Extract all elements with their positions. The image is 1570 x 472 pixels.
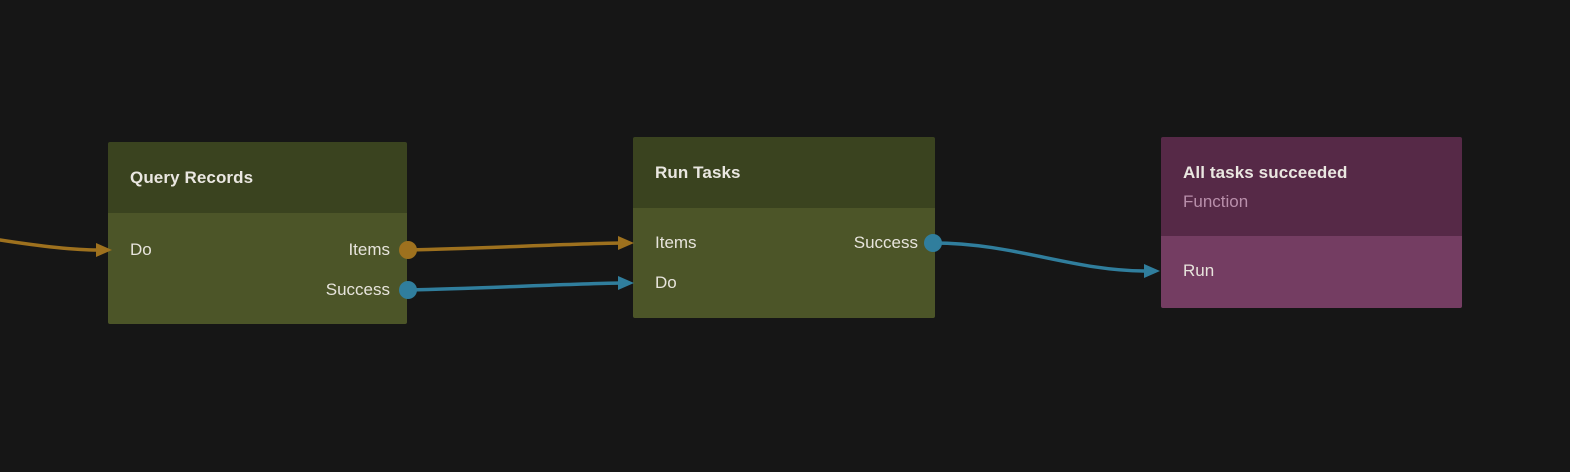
port-row: Do xyxy=(633,263,935,303)
node-all-tasks-succeeded-body: Run xyxy=(1161,236,1462,308)
node-query-records-header[interactable]: Query Records xyxy=(108,142,407,213)
input-port-items[interactable]: Items xyxy=(655,233,697,252)
node-title: Query Records xyxy=(130,168,254,187)
port-row: Do Items xyxy=(108,230,407,270)
wire-items-to-items[interactable] xyxy=(406,241,622,252)
node-run-tasks-body: Items Success Do xyxy=(633,208,935,318)
node-run-tasks-header[interactable]: Run Tasks xyxy=(633,137,935,208)
node-query-records[interactable]: Query Records Do Items Success xyxy=(108,142,407,324)
arrowhead-runtasks-do xyxy=(618,276,634,290)
node-run-tasks[interactable]: Run Tasks Items Success Do xyxy=(633,137,935,318)
output-port-success[interactable]: Success xyxy=(325,280,390,299)
node-all-tasks-succeeded[interactable]: All tasks succeeded Function Run xyxy=(1161,137,1462,308)
node-all-tasks-succeeded-header[interactable]: All tasks succeeded Function xyxy=(1161,137,1462,236)
arrowhead-runtasks-items xyxy=(618,236,634,250)
node-subtitle: Function xyxy=(1183,191,1249,211)
input-port-run[interactable]: Run xyxy=(1183,261,1215,280)
wire-success-to-do[interactable] xyxy=(406,281,622,292)
arrowhead-alltasks-run xyxy=(1144,264,1160,278)
wire-offscreen-to-query-do[interactable] xyxy=(0,238,100,252)
input-port-do[interactable]: Do xyxy=(655,273,677,292)
node-query-records-body: Do Items Success xyxy=(108,213,407,324)
port-row: Success xyxy=(108,270,407,310)
node-title: Run Tasks xyxy=(655,163,741,182)
node-title: All tasks succeeded xyxy=(1183,162,1348,182)
output-port-items[interactable]: Items xyxy=(348,240,390,259)
port-row: Run xyxy=(1161,251,1462,291)
port-row: Items Success xyxy=(633,223,935,263)
wire-success-to-run[interactable] xyxy=(931,241,1148,273)
input-port-do[interactable]: Do xyxy=(130,240,152,259)
output-port-success[interactable]: Success xyxy=(853,233,918,252)
